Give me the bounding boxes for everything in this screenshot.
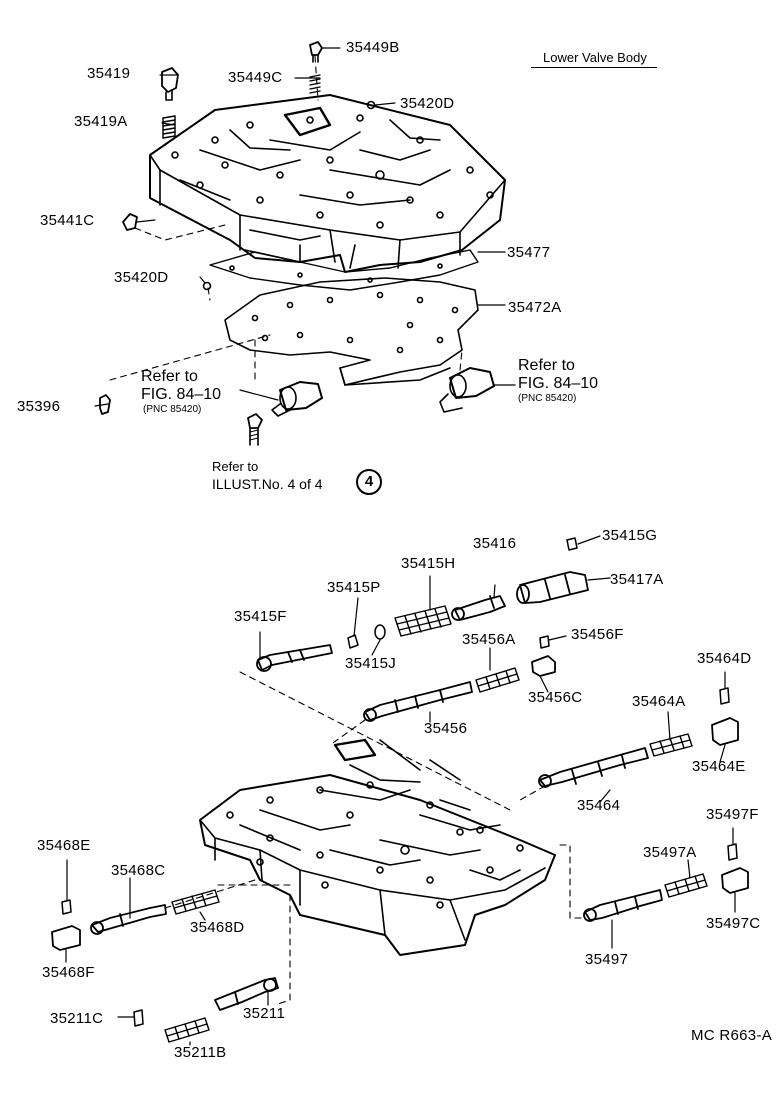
solenoid-left-illustration [271, 381, 323, 417]
washer-35415j-illustration [374, 624, 386, 640]
gasket-35477-illustration [209, 249, 479, 291]
refer-right-line1: Refer to [518, 357, 575, 374]
clip-35415p-illustration [347, 634, 359, 649]
spring-35415h-illustration [394, 605, 452, 637]
plug-35497c-illustration [721, 867, 749, 894]
refer-right-pnc: (PNC 85420) [518, 393, 577, 404]
part-label-35464d: 35464D [697, 650, 752, 667]
part-label-35211c: 35211C [50, 1010, 104, 1027]
illust-circle-number: 4 [356, 469, 382, 495]
drawing-code: MC R663-A [691, 1027, 773, 1044]
part-label-35420d-lower: 35420D [114, 269, 169, 286]
part-label-35497: 35497 [585, 951, 629, 968]
part-label-35456c: 35456C [528, 689, 583, 706]
part-label-35449b: 35449B [346, 39, 400, 56]
part-label-35419: 35419 [87, 65, 131, 82]
spring-35211b-illustration [164, 1017, 210, 1043]
part-label-35416: 35416 [473, 535, 517, 552]
check-ball-35419-illustration [161, 67, 179, 101]
spring-35468d-illustration [171, 889, 220, 915]
part-label-35420d-upper: 35420D [400, 95, 455, 112]
plug-35449b-illustration [309, 41, 323, 63]
part-label-35211: 35211 [243, 1005, 286, 1022]
retainer-35464d-illustration [719, 687, 730, 705]
part-label-35468f: 35468F [42, 964, 95, 981]
diagram-title-text: Lower Valve Body [543, 50, 647, 65]
spring-35419a-illustration [162, 115, 176, 139]
spring-35449c-illustration [309, 74, 321, 94]
lower-dashed-lines [164, 671, 586, 1005]
part-label-35449c: 35449C [228, 69, 283, 86]
part-label-35456f: 35456F [571, 626, 624, 643]
part-label-35417a: 35417A [610, 571, 664, 588]
valve-35464-illustration [538, 747, 649, 788]
part-label-35396: 35396 [17, 398, 61, 415]
part-label-35468e: 35468E [37, 837, 91, 854]
retainer-35211c-illustration [133, 1009, 144, 1027]
part-label-35441c: 35441C [40, 212, 95, 229]
retainer-35456f-illustration [539, 635, 550, 649]
lower-valve-body-illustration [199, 738, 556, 956]
spring-35497a-illustration [664, 873, 708, 898]
refer-left-pnc: (PNC 85420) [143, 404, 202, 415]
spring-35456a-illustration [475, 667, 520, 693]
refer-illust-line2[interactable]: ILLUST.No. 4 of 4 [212, 476, 323, 492]
valve-35211-illustration [214, 977, 279, 1011]
plug-35416-illustration [451, 595, 506, 621]
part-label-35456a: 35456A [462, 631, 516, 648]
part-label-35464e: 35464E [692, 758, 746, 775]
valve-35456-illustration [363, 681, 473, 722]
refer-right-line2[interactable]: FIG. 84–10 [518, 375, 599, 392]
part-label-35464: 35464 [577, 797, 621, 814]
lower-leader-lines [65, 535, 736, 1046]
part-label-35497f: 35497F [706, 806, 759, 823]
part-label-35415p: 35415P [327, 579, 381, 596]
part-label-35464a: 35464A [632, 693, 686, 710]
diagram-title: Lower Valve Body [531, 50, 657, 68]
refer-left-line2[interactable]: FIG. 84–10 [141, 386, 222, 403]
upper-valve-body-illustration [149, 94, 506, 273]
part-label-35415g: 35415G [602, 527, 658, 544]
bolt-illust-4-illustration [247, 413, 263, 446]
part-label-35497a: 35497A [643, 844, 697, 861]
valve-35468c-illustration [90, 904, 167, 935]
plug-35441c-illustration [122, 213, 138, 231]
check-ball-35420d-lower-illustration [202, 281, 212, 291]
part-label-35419a: 35419A [74, 113, 128, 130]
refer-illust-line1: Refer to [212, 459, 259, 474]
bolt-35396-illustration [99, 394, 111, 415]
plug-35456c-illustration [531, 655, 556, 677]
upper-dashed-lines [109, 55, 463, 381]
plug-35468f-illustration [51, 925, 81, 951]
part-label-35468c: 35468C [111, 862, 166, 879]
part-label-35497c: 35497C [706, 915, 761, 932]
spring-35464a-illustration [649, 733, 693, 757]
part-label-35468d: 35468D [190, 919, 245, 936]
valve-35497-illustration [583, 889, 663, 922]
refer-left-line1: Refer to [141, 368, 198, 385]
upper-leader-lines [94, 47, 516, 407]
title-underline [531, 67, 657, 68]
separator-plate-35472a-illustration [224, 277, 479, 386]
part-label-35211b: 35211B [174, 1044, 227, 1061]
part-label-35456: 35456 [424, 720, 468, 737]
part-label-35477: 35477 [507, 244, 551, 261]
part-label-35472a: 35472A [508, 299, 562, 316]
sleeve-35417a-illustration [516, 571, 589, 604]
part-label-35415h: 35415H [401, 555, 456, 572]
part-label-35415f: 35415F [234, 608, 287, 625]
retainer-35497f-illustration [727, 843, 738, 861]
retainer-35468e-illustration [61, 899, 72, 915]
retainer-35415g-illustration [566, 537, 578, 551]
part-label-35415j: 35415J [345, 655, 397, 672]
plug-35464e-illustration [711, 717, 739, 746]
solenoid-right-illustration [439, 367, 495, 413]
valve-35415f-illustration [256, 644, 333, 672]
